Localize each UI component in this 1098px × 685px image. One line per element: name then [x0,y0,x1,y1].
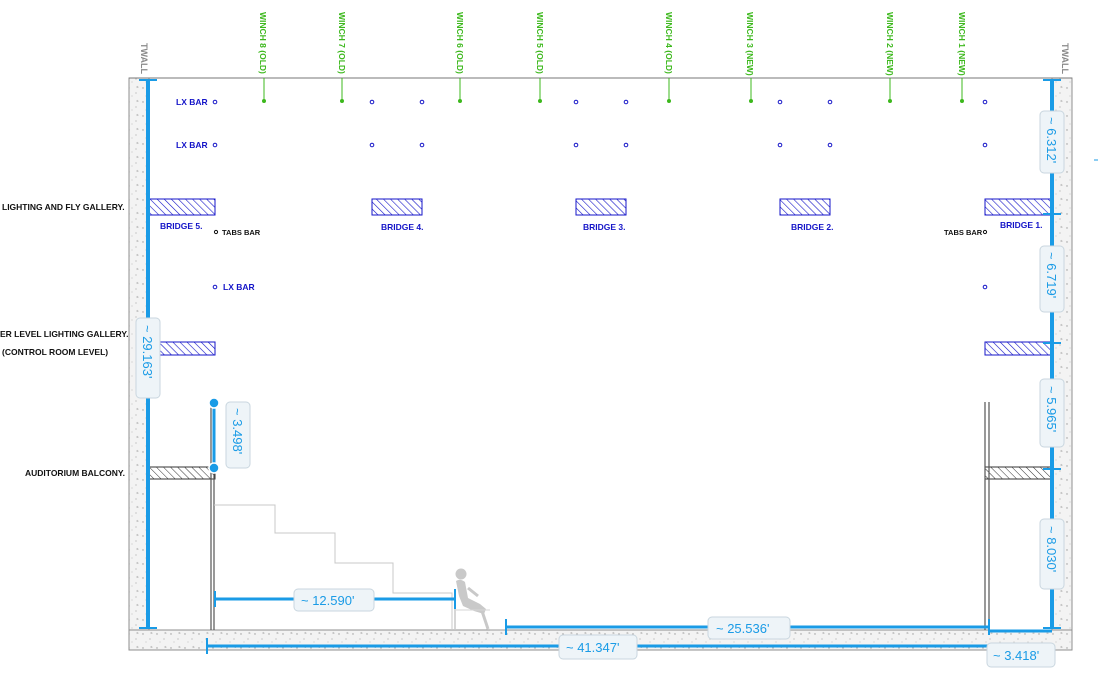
dim-value: ~ 5.965' [1044,386,1059,432]
dim-total-height[interactable]: ~ 29.163' [135,317,161,399]
winch-point [667,99,671,103]
person-figure [454,568,490,630]
winch-4[interactable]: WINCH 4 (OLD) [664,12,674,103]
seating-steps [214,504,453,630]
right-wall-label: TWALL [1060,43,1070,74]
winch-label: WINCH 3 (NEW) [745,12,755,76]
winch-7[interactable]: WINCH 7 (OLD) [337,12,347,103]
winch-point [538,99,542,103]
winch-label: WINCH 8 (OLD) [258,12,268,74]
lx-bar-label: LX BAR [223,282,255,292]
dim-value: ~ 6.312' [1044,117,1059,163]
bridge-4[interactable] [371,198,423,216]
dim-right-2[interactable]: ~ 6.719' [1039,245,1065,313]
dim-right-offset[interactable]: ~ 3.418' [986,642,1056,668]
winch-label: WINCH 7 (OLD) [337,12,347,74]
bridge-5[interactable] [148,198,216,216]
left-wall-label: TWALL [139,43,149,74]
winch-label: WINCH 4 (OLD) [664,12,674,74]
dim-right-top[interactable]: ~ 6.312' [1039,110,1065,174]
dim-overall-width[interactable]: ~ 41.347' [558,634,638,660]
winch-2[interactable]: WINCH 2 (NEW) [885,12,895,103]
winch-point [340,99,344,103]
bridge-3[interactable] [575,198,627,216]
winch-label: WINCH 1 (NEW) [957,12,967,76]
winch-label: WINCH 6 (OLD) [455,12,465,74]
tabs-bar-label: TABS BAR [222,228,261,237]
pulley-points [212,99,988,290]
dim-value: ~ 3.418' [993,648,1039,663]
winch-5[interactable]: WINCH 5 (OLD) [535,12,545,103]
winch-3[interactable]: WINCH 3 (NEW) [745,12,755,103]
lower-gallery-right [984,341,1053,356]
dim-value: ~ 12.590' [301,593,354,608]
dim-stage-width[interactable]: ~ 25.536' [707,616,791,640]
balcony-right [984,466,1053,480]
bridge-label: BRIDGE 5. [160,221,203,231]
drag-handle[interactable] [208,462,220,474]
winch-label: WINCH 2 (NEW) [885,12,895,76]
dim-value: ~ 3.498' [230,408,245,454]
bridge-1[interactable] [984,198,1053,216]
dim-balcony-rail[interactable]: ~ 3.498' [225,401,251,469]
dimension-lines [139,79,1061,654]
lower-gallery-left [159,341,216,356]
winch-label: WINCH 5 (OLD) [535,12,545,74]
bridge-label: BRIDGE 4. [381,222,424,232]
tabs-bar-point [213,229,219,235]
bridge-2[interactable] [779,198,831,216]
dim-value: ~ 25.536' [716,621,769,636]
dim-right-3[interactable]: ~ 5.965' [1039,378,1065,448]
building-shell [128,77,1073,651]
level-label-control-room: (CONTROL ROOM LEVEL) [2,347,108,357]
level-label-fly-gallery: LIGHTING AND FLY GALLERY. [2,202,125,212]
dim-value: ~ 8.030' [1044,526,1059,572]
drag-handle[interactable] [208,397,220,409]
lx-bar-label: LX BAR [176,140,208,150]
winch-point [960,99,964,103]
winch-6[interactable]: WINCH 6 (OLD) [455,12,465,103]
bridge-label: BRIDGE 2. [791,222,834,232]
dim-right-4[interactable]: ~ 8.030' [1039,518,1065,590]
bridge-label: BRIDGE 1. [1000,220,1043,230]
tabs-bar-label: TABS BAR [944,228,983,237]
level-label-balcony: AUDITORIUM BALCONY. [25,468,125,478]
level-label-lower-gallery: ER LEVEL LIGHTING GALLERY. [0,329,128,339]
winch-point [458,99,462,103]
dim-value: ~ 29.163' [140,325,155,378]
auditorium-structure [210,402,990,631]
winch-8[interactable]: WINCH 8 (OLD) [258,12,268,103]
dim-seating-depth[interactable]: ~ 12.590' [293,588,375,612]
winch-1[interactable]: WINCH 1 (NEW) [957,12,967,103]
bridges: BRIDGE 5. BRIDGE 4. BRIDGE 3. BRIDGE 2. … [148,198,1053,232]
dim-value: ~ 41.347' [566,640,619,655]
winch-group: WINCH 8 (OLD) WINCH 7 (OLD) WINCH 6 (OLD… [258,12,967,103]
tabs-bar-point [982,229,988,235]
winch-point [749,99,753,103]
lx-bar-label: LX BAR [176,97,208,107]
winch-point [888,99,892,103]
dim-value: ~ 6.719' [1044,252,1059,298]
bridge-label: BRIDGE 3. [583,222,626,232]
galleries [148,341,1053,480]
balcony-left [148,466,216,480]
lx-bars: LX BAR LX BAR LX BAR TABS BAR TABS BAR [176,97,988,292]
winch-point [262,99,266,103]
